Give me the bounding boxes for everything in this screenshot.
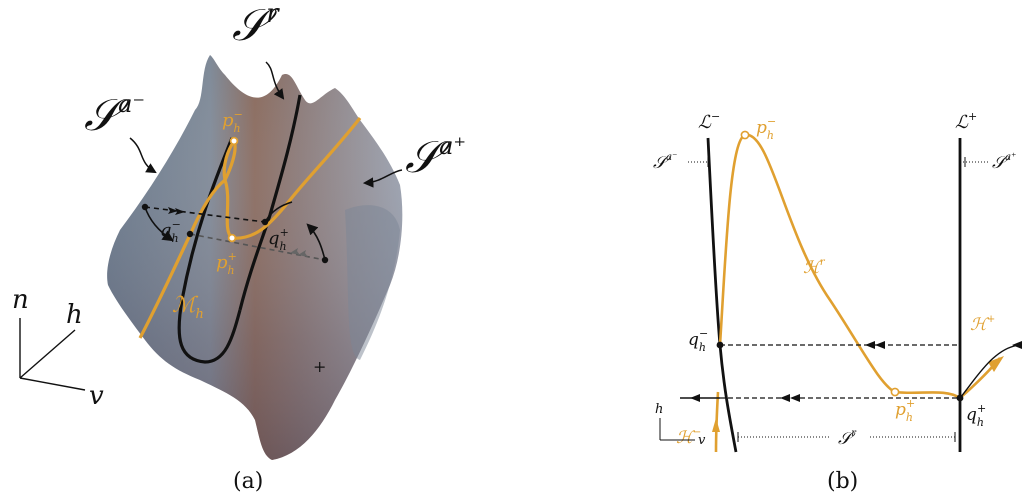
svg-text:v: v (698, 433, 706, 448)
label-s-a-plus: 𝒮a⁺ (405, 132, 466, 183)
label-q-plus-b: qh+ (966, 402, 986, 429)
label-h-plus: ℋ+ (970, 314, 995, 335)
label-l-minus: ℒ− (698, 110, 720, 133)
label-h-minus: ℋ− (676, 427, 701, 448)
label-p-plus-b: ph+ (895, 397, 915, 424)
fold-curve-left (177, 137, 242, 364)
label-s-r: 𝒮r (232, 0, 280, 51)
label-q-minus-a: qh− (160, 218, 181, 245)
svg-text:h: h (66, 300, 83, 330)
panel-a: 𝒮r 𝒮a⁻ 𝒮a⁺ ph− ph+ qh− qh+ ℳh + n h v (a… (12, 0, 466, 494)
dashed-connection-lower (189, 233, 326, 261)
svg-text:h: h (655, 402, 663, 417)
label-l-plus: ℒ+ (955, 110, 977, 133)
axes-a: n h v (12, 285, 104, 411)
svg-text:n: n (12, 285, 29, 315)
point-p-minus-a (229, 136, 239, 146)
panel-b: ℒ− ℒ+ 𝒮a⁻ 𝒮a⁺ 𝒮r ph− ph+ qh− qh+ ℋr ℋ+ ℋ… (653, 110, 1023, 494)
label-h-r: ℋr (803, 257, 826, 278)
label-p-minus-b: ph− (756, 115, 776, 142)
caption-b: (b) (827, 469, 858, 494)
caption-a: (a) (233, 469, 263, 494)
label-s-r-b: 𝒮r (838, 428, 857, 449)
manifold-m-h (138, 117, 362, 339)
cross-mark: + (313, 357, 326, 376)
line-l-minus (706, 137, 738, 453)
label-q-minus-b: qh− (688, 327, 708, 354)
point-p-plus-b (890, 387, 900, 397)
svg-text:v: v (89, 381, 104, 411)
dashed-connection-upper (144, 206, 266, 223)
label-s-a-plus-b: 𝒮a⁺ (992, 152, 1016, 173)
point-p-plus-a (227, 233, 237, 243)
axes-b: h v (655, 402, 706, 448)
label-s-a-minus: 𝒮a⁻ (84, 90, 145, 141)
point-p-minus-b (740, 130, 750, 140)
label-p-minus-a: ph− (222, 108, 243, 135)
label-s-a-minus-b: 𝒮a⁻ (653, 152, 677, 173)
curve-h-r (718, 133, 961, 400)
label-q-plus-a: qh+ (268, 226, 289, 253)
label-m-h: ℳh (172, 293, 204, 322)
label-p-plus-a: ph+ (216, 250, 237, 277)
